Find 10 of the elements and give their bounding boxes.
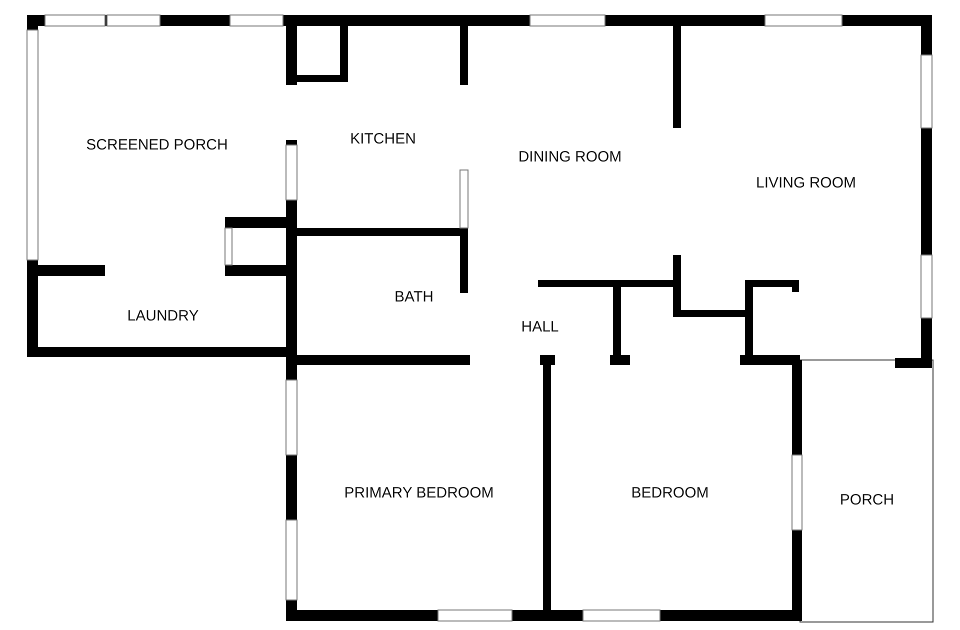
room-label: DINING ROOM <box>518 148 622 166</box>
room-label: BEDROOM <box>631 484 709 502</box>
room-label: LIVING ROOM <box>756 174 856 192</box>
room-label: HALL <box>521 318 559 336</box>
room-label: PORCH <box>840 492 894 508</box>
room-label: PRIMARY BEDROOM <box>344 484 494 502</box>
room-label: BATH <box>394 288 434 306</box>
room-label: KITCHEN <box>350 130 416 148</box>
room-label: SCREENED PORCH <box>86 136 228 154</box>
room-label: LAUNDRY <box>127 308 199 324</box>
